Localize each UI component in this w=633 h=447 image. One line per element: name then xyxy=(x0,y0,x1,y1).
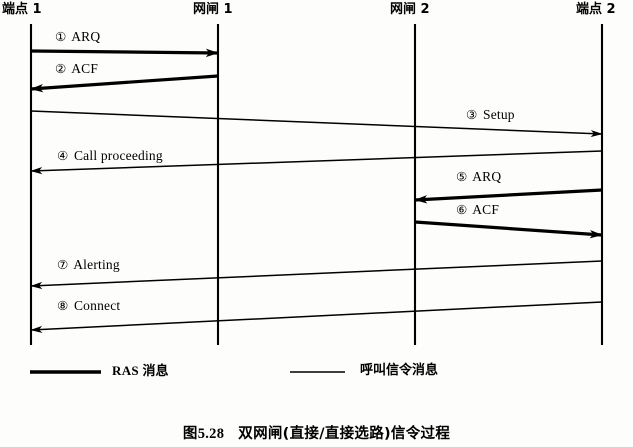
lifeline-header-endpoint-1: 端点 1 xyxy=(2,2,42,17)
legend-item-call-signaling-message: 呼叫信令消息 xyxy=(360,364,438,377)
message-arrow-5-arq xyxy=(414,188,603,204)
message-seq-8: ⑧ xyxy=(57,298,69,313)
message-seq-4: ④ xyxy=(57,148,69,163)
message-seq-5: ⑤ xyxy=(456,169,468,184)
message-label-8: ⑧ Connect xyxy=(57,299,120,313)
message-name-7: Alerting xyxy=(70,257,120,272)
message-name-6: ACF xyxy=(469,202,500,217)
figure-caption-title: 双网闸(直接/直接选路)信令过程 xyxy=(238,426,451,442)
message-seq-6: ⑥ xyxy=(456,202,468,217)
message-name-3: Setup xyxy=(479,107,515,122)
message-arrow-4-call-proceeding xyxy=(30,150,603,175)
message-arrow-8-connect xyxy=(30,301,603,334)
lifelines-group xyxy=(29,24,604,345)
figure-caption-prefix: 图 xyxy=(182,426,198,442)
message-name-8: Connect xyxy=(70,298,121,313)
message-arrow-3-setup xyxy=(30,110,603,138)
message-arrow-2-acf xyxy=(30,74,219,93)
legend-label-cjk-ras-message: 消息 xyxy=(142,364,169,379)
message-seq-1: ① xyxy=(55,29,67,44)
message-label-5: ⑤ ARQ xyxy=(456,170,501,184)
figure-caption: 图5.28 双网闸(直接/直接选路)信令过程 xyxy=(0,426,633,443)
lifeline-header-gatekeeper-2: 网闸 2 xyxy=(390,2,430,17)
legend-label-cjk-call-signaling-message: 呼叫信令消息 xyxy=(360,363,439,378)
message-name-1: ARQ xyxy=(68,29,101,44)
lifeline-header-endpoint-2: 端点 2 xyxy=(576,2,616,17)
message-arrow-7-alerting xyxy=(30,260,603,290)
message-label-7: ⑦ Alerting xyxy=(57,258,120,272)
message-seq-2: ② xyxy=(55,61,67,76)
message-label-4: ④ Call proceeding xyxy=(57,149,163,163)
lifeline-header-gatekeeper-1: 网闸 1 xyxy=(193,2,233,17)
message-seq-3: ③ xyxy=(466,107,478,122)
message-name-4: Call proceeding xyxy=(70,148,163,163)
message-label-3: ③ Setup xyxy=(466,108,515,122)
message-arrow-6-acf xyxy=(414,220,603,239)
message-label-6: ⑥ ACF xyxy=(456,203,499,217)
message-seq-7: ⑦ xyxy=(57,257,69,272)
legend-item-ras-message: RAS 消息 xyxy=(112,364,168,378)
figure-caption-number: 5.28 xyxy=(197,426,225,442)
legend-label-latin-ras-message: RAS xyxy=(112,363,143,378)
message-name-5: ARQ xyxy=(469,169,502,184)
message-name-2: ACF xyxy=(68,61,99,76)
message-label-1: ① ARQ xyxy=(55,30,100,44)
message-label-2: ② ACF xyxy=(55,62,98,76)
message-arrows-group xyxy=(30,48,603,334)
message-arrow-1-arq xyxy=(30,48,219,58)
